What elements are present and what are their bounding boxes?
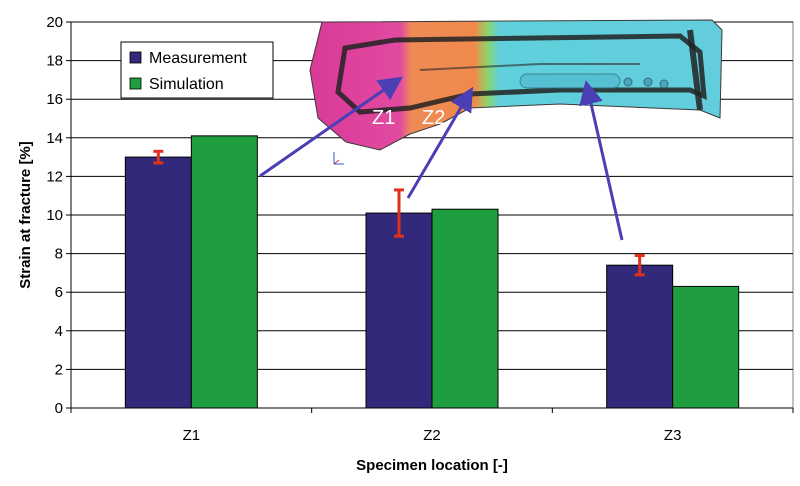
- bar-simulation-z2: [431, 208, 499, 409]
- y-tick-label: 10: [46, 207, 63, 224]
- bar-measurement-z1: [124, 156, 192, 409]
- legend: Measurement Simulation: [120, 41, 274, 99]
- zone-label-z3: Z3: [512, 107, 535, 129]
- y-tick-label: 20: [46, 14, 63, 31]
- pointer-arrows: [259, 76, 624, 241]
- x-axis-title: Specimen location [-]: [356, 457, 508, 474]
- y-tick-label: 6: [55, 284, 63, 301]
- error-bar-group: [153, 149, 645, 277]
- x-tick-labels: Z1 Z2 Z3: [183, 427, 682, 444]
- legend-swatch-measurement: [129, 51, 142, 64]
- zone-label-z2: Z2: [422, 107, 445, 129]
- arrow-z1: [259, 76, 403, 178]
- legend-swatch-simulation: [129, 77, 142, 90]
- arrow-z3: [579, 80, 624, 241]
- bar-simulation-z1: [190, 135, 258, 409]
- y-tick-label: 16: [46, 91, 63, 108]
- x-tick-label: Z3: [664, 427, 682, 444]
- x-tick-label: Z2: [423, 427, 441, 444]
- y-tick-label: 2: [55, 361, 63, 378]
- bar-measurement-z3: [606, 264, 674, 409]
- coordinate-triad-icon: [333, 152, 344, 165]
- y-tick-label: 0: [55, 400, 63, 417]
- y-tick-label: 12: [46, 168, 63, 185]
- legend-label-simulation: Simulation: [149, 76, 224, 93]
- y-axis-title: Strain at fracture [%]: [17, 141, 34, 289]
- bar-simulation-z3: [672, 285, 740, 409]
- legend-box: [120, 41, 274, 99]
- legend-label-measurement: Measurement: [149, 50, 247, 67]
- arrow-z2: [406, 86, 474, 199]
- y-tick-label: 14: [46, 130, 63, 147]
- bar-group: [124, 135, 740, 409]
- x-tick-label: Z1: [183, 427, 201, 444]
- zone-label-z1: Z1: [372, 107, 395, 129]
- y-tick-label: 18: [46, 53, 63, 70]
- y-tick-label: 4: [55, 323, 63, 340]
- y-tick-labels: 0 2 4 6 8 10 12 14 16 18 20: [46, 14, 63, 417]
- bar-measurement-z2: [365, 212, 433, 409]
- y-tick-label: 8: [55, 246, 63, 263]
